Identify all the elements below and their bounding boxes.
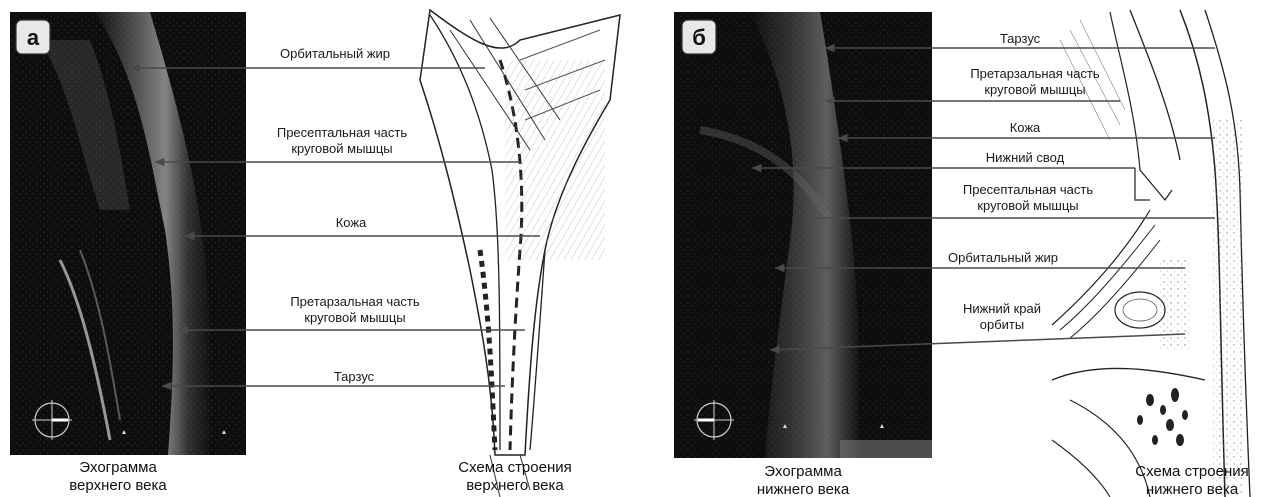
- label-lower-fornix: Нижний свод: [986, 150, 1065, 165]
- caption-echogram-upper-line2: верхнего века: [69, 477, 167, 494]
- panel-a: а Орбитальный жир Пресептальная часть кр…: [10, 10, 620, 497]
- label-orbital-fat-a: Орбитальный жир: [280, 46, 390, 61]
- caption-echogram-upper-line1: Эхограмма: [79, 459, 157, 476]
- caption-scheme-lower-line1: Схема строения: [1135, 463, 1249, 480]
- label-skin-b: Кожа: [1010, 120, 1041, 135]
- schematic-upper-eyelid: [420, 10, 620, 497]
- panel-badge-a: а: [16, 20, 50, 54]
- label-pretarsal-a-line2: круговой мышцы: [304, 310, 405, 325]
- caption-scheme-lower-line2: нижнего века: [1146, 481, 1239, 497]
- caption-echogram-lower-line1: Эхограмма: [764, 463, 842, 480]
- label-preseptal-b-line2: круговой мышцы: [977, 198, 1078, 213]
- label-preseptal-a-line2: круговой мышцы: [291, 141, 392, 156]
- panel-b: б Т: [674, 10, 1262, 497]
- echogram-upper-eyelid: [10, 12, 246, 455]
- label-tarsus-a: Тарзус: [334, 369, 375, 384]
- label-pretarsal-b-line1: Претарзальная часть: [970, 66, 1100, 81]
- panel-letter-a: а: [27, 25, 40, 50]
- label-skin-a: Кожа: [336, 215, 367, 230]
- label-preseptal-b-line1: Пресептальная часть: [963, 182, 1093, 197]
- caption-echogram-lower-line2: нижнего века: [757, 481, 850, 497]
- caption-scheme-upper-line2: верхнего века: [466, 477, 564, 494]
- label-preseptal-a-line1: Пресептальная часть: [277, 125, 407, 140]
- label-tarsus-b: Тарзус: [1000, 31, 1041, 46]
- label-orbital-fat-b: Орбитальный жир: [948, 250, 1058, 265]
- label-lower-orbit-rim-line1: Нижний край: [963, 301, 1041, 316]
- panel-badge-b: б: [682, 20, 716, 54]
- label-lower-orbit-rim-line2: орбиты: [980, 317, 1024, 332]
- echogram-lower-eyelid: [674, 12, 932, 458]
- label-pretarsal-b-line2: круговой мышцы: [984, 82, 1085, 97]
- caption-scheme-upper-line1: Схема строения: [458, 459, 572, 476]
- panel-letter-b: б: [692, 25, 706, 50]
- label-pretarsal-a-line1: Претарзальная часть: [290, 294, 420, 309]
